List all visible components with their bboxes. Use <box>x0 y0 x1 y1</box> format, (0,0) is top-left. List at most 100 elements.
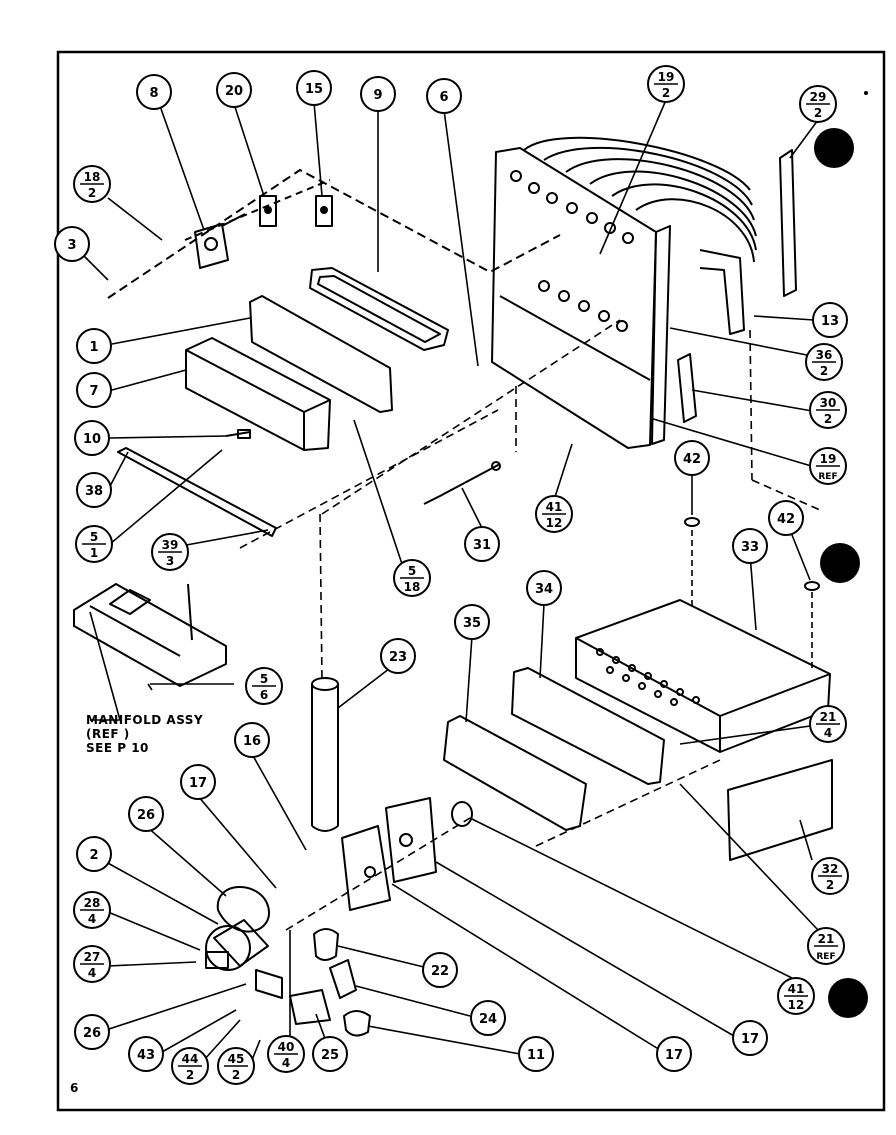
callout-circle <box>768 500 804 536</box>
callout-number: 9 <box>373 88 382 103</box>
fraction-callout-5-6: 56 <box>245 667 283 705</box>
callout-number: 15 <box>305 82 323 97</box>
callout-17: 17 <box>732 1020 768 1056</box>
binder-hole <box>814 128 854 168</box>
plate-holes <box>510 170 634 332</box>
part-clip-15 <box>315 195 333 227</box>
callout-number: 16 <box>243 734 261 749</box>
fraction-numerator: 18 <box>84 170 101 184</box>
part-flange <box>255 969 283 999</box>
callout-circle <box>380 638 416 674</box>
fraction-numerator: 29 <box>810 90 827 104</box>
part-motor-housing <box>213 919 269 967</box>
manifold-edge <box>89 605 181 657</box>
manifold-note-line1: MANIFOLD ASSY <box>86 713 203 727</box>
part-plate-17 <box>385 797 437 883</box>
callout-number: 6 <box>439 90 448 105</box>
fraction-denominator: 18 <box>404 580 421 594</box>
callout-number: 11 <box>527 1048 545 1063</box>
leader-dashed <box>184 179 331 241</box>
callout-number: 26 <box>137 808 155 823</box>
heat-exchanger-outlet <box>699 249 745 335</box>
callout-number: 17 <box>741 1032 759 1047</box>
heat-exchanger-tube <box>611 183 757 251</box>
part-drawings <box>73 136 833 1037</box>
part-connector <box>491 461 501 471</box>
callout-3: 3 <box>54 226 90 262</box>
callout-circle <box>656 1036 692 1072</box>
part-inducer-2 <box>216 886 270 933</box>
callout-number: 8 <box>149 86 158 101</box>
fraction-denominator: 4 <box>88 966 96 980</box>
part-edge <box>499 295 651 381</box>
fraction-callout-18-2: 182 <box>73 165 111 203</box>
part-tube-25 <box>289 989 331 1025</box>
callout-26: 26 <box>74 1014 110 1050</box>
manifold-note-line3: SEE P 10 <box>86 741 149 755</box>
fraction-callout-39-3: 393 <box>151 533 189 571</box>
part-tube-23 <box>311 684 339 826</box>
callout-number: 42 <box>777 512 795 527</box>
part-hole <box>320 206 328 214</box>
fraction-denominator: 12 <box>788 998 805 1012</box>
callout-number: 31 <box>473 538 491 553</box>
fraction-callout-40-4: 404 <box>267 1035 305 1073</box>
callout-circle <box>812 302 848 338</box>
callout-number: 23 <box>389 650 407 665</box>
callout-6: 6 <box>426 78 462 114</box>
fraction-denominator: 2 <box>826 878 834 892</box>
fraction-callout-29-2: 292 <box>799 85 837 123</box>
fraction-numerator: 39 <box>162 538 179 552</box>
callout-number: 34 <box>535 582 553 597</box>
callout-10: 10 <box>74 420 110 456</box>
fraction-numerator: 41 <box>788 982 805 996</box>
callout-number: 25 <box>321 1048 339 1063</box>
callout-circle <box>360 76 396 112</box>
fraction-denominator: 2 <box>186 1068 194 1082</box>
fraction-numerator: 44 <box>182 1052 199 1066</box>
page-frame <box>56 50 886 1112</box>
callout-circle <box>128 1036 164 1072</box>
part-burner-box-35 <box>443 715 587 831</box>
callout-number: 35 <box>463 616 481 631</box>
fraction-numerator: 40 <box>278 1040 295 1054</box>
callout-circle <box>312 1036 348 1072</box>
manifold-pipe <box>187 583 193 641</box>
page-number: 6 <box>70 1081 78 1095</box>
callout-circle <box>128 796 164 832</box>
fraction-numerator: 21 <box>820 710 837 724</box>
part-tube-end <box>311 825 339 832</box>
part-tube-end <box>311 677 339 691</box>
callout-23: 23 <box>380 638 416 674</box>
callout-number: 1 <box>89 340 98 355</box>
callout-number: 33 <box>741 540 759 555</box>
callout-circle <box>74 1014 110 1050</box>
part-edge <box>303 399 331 413</box>
part-rail-38 <box>117 447 277 537</box>
callout-number: 26 <box>83 1026 101 1041</box>
fraction-denominator: 6 <box>260 688 268 702</box>
part-hole <box>364 866 376 878</box>
callout-8: 8 <box>136 74 172 110</box>
callout-circle <box>76 836 112 872</box>
callout-number: 3 <box>67 238 76 253</box>
fraction-denominator: 2 <box>814 106 822 120</box>
callout-31: 31 <box>464 526 500 562</box>
fraction-denominator: REF <box>818 472 837 482</box>
callout-circle <box>54 226 90 262</box>
part-hole <box>264 206 272 214</box>
fraction-denominator: 2 <box>88 186 96 200</box>
callout-2: 2 <box>76 836 112 872</box>
callout-circle <box>234 722 270 758</box>
part-bracket-8 <box>194 223 229 269</box>
part-frame-1 <box>249 295 393 413</box>
fraction-numerator: 32 <box>822 862 839 876</box>
callout-9: 9 <box>360 76 396 112</box>
part-strip-30 <box>677 353 697 423</box>
callout-38: 38 <box>76 472 112 508</box>
fraction-denominator: 2 <box>824 412 832 426</box>
fraction-callout-32-2: 322 <box>811 857 849 895</box>
fraction-callout-44-2: 442 <box>171 1047 209 1085</box>
